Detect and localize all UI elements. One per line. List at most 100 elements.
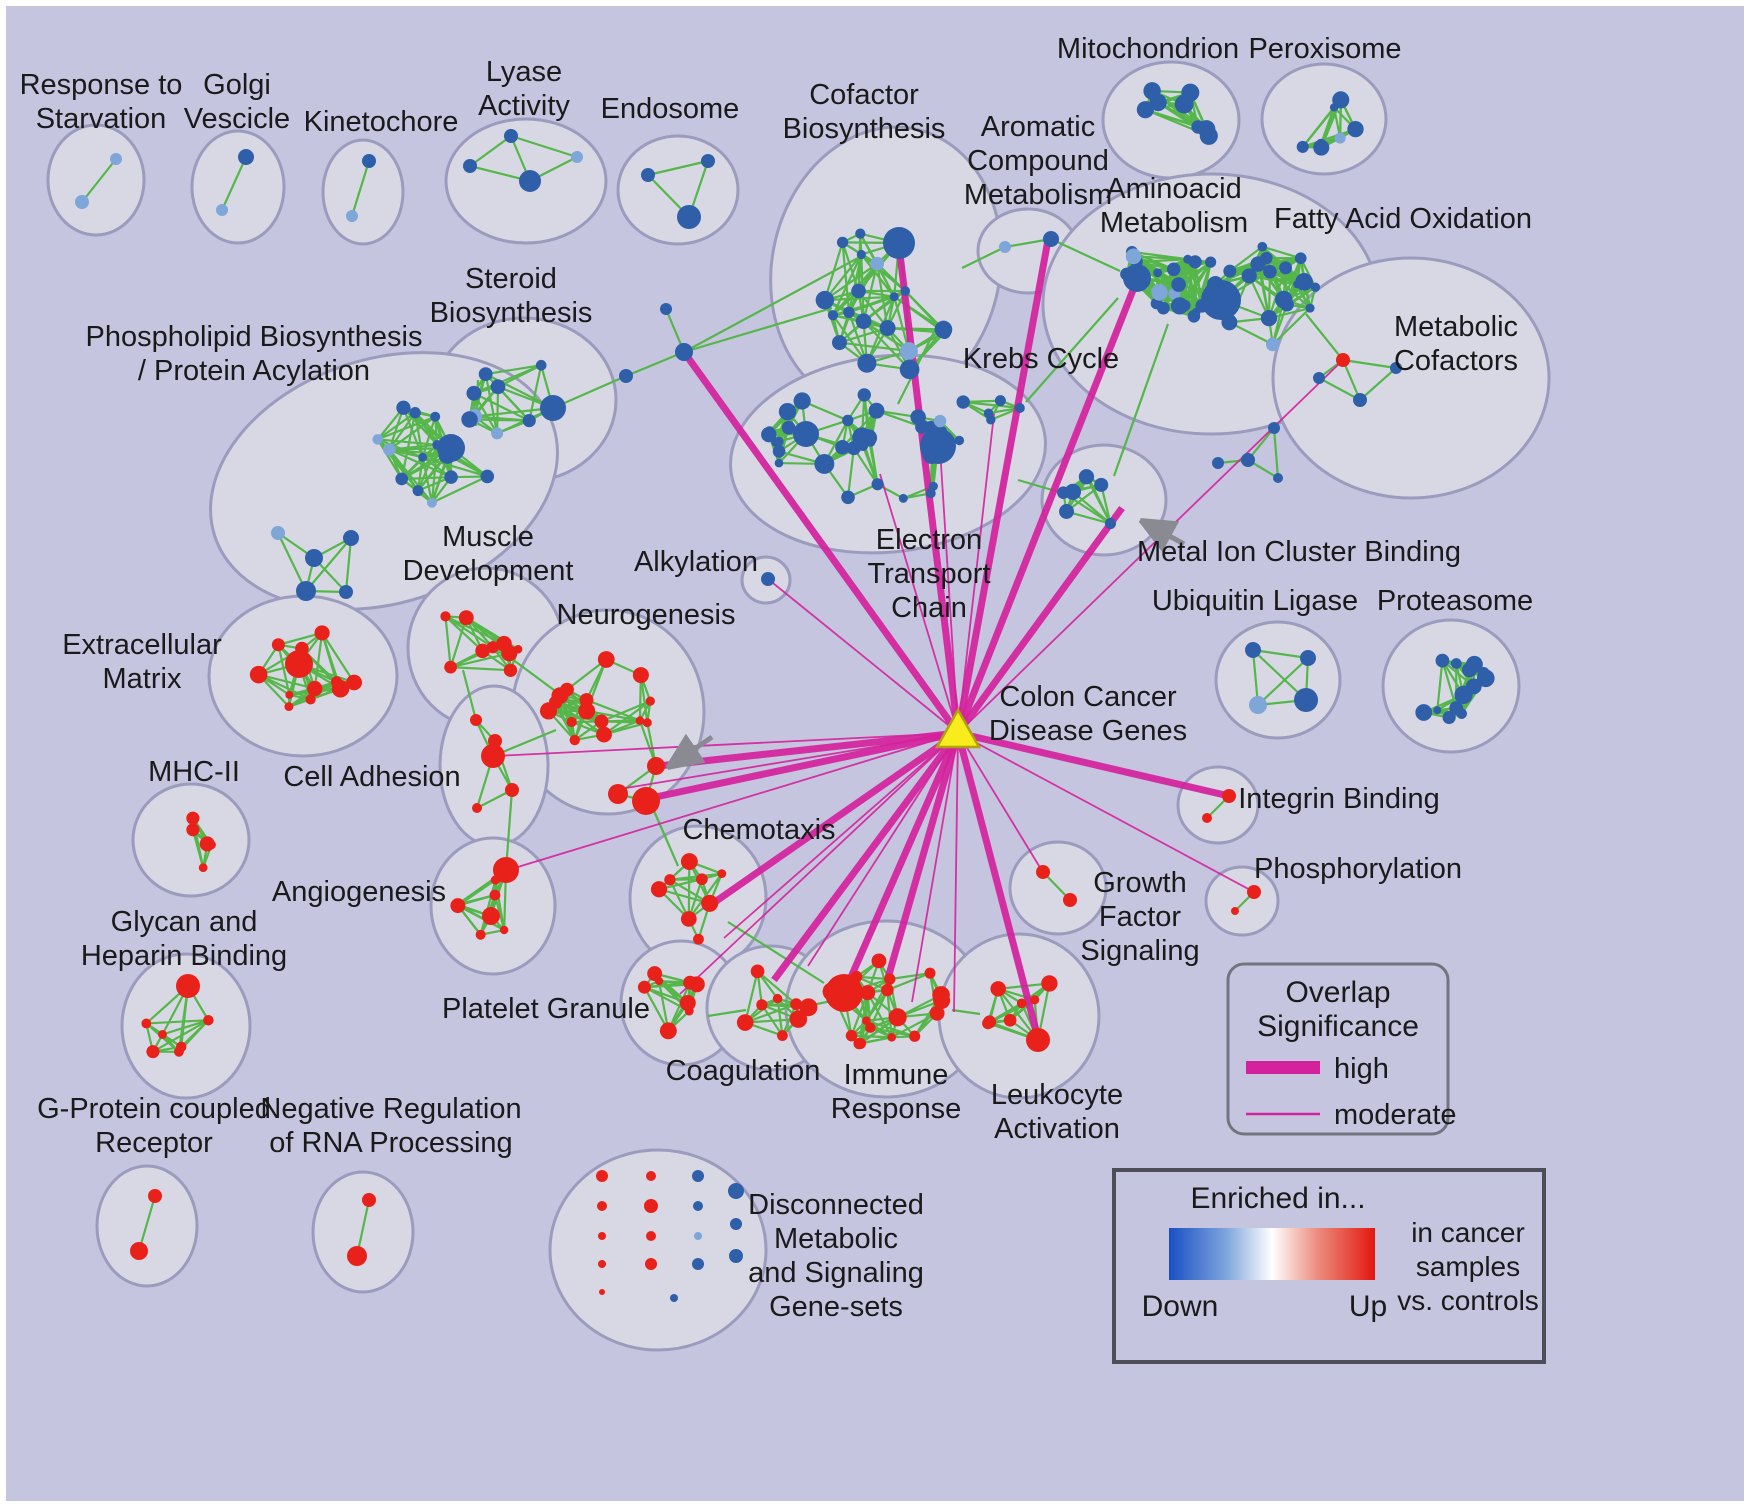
gene-set-node xyxy=(490,379,506,395)
gene-set-node xyxy=(198,863,208,873)
gene-set-node xyxy=(855,1038,867,1050)
gene-set-node xyxy=(881,983,894,997)
cluster-label-kinetochore: Kinetochore xyxy=(304,106,459,138)
cluster-label-alkylation: Alkylation xyxy=(634,546,758,578)
gene-set-node xyxy=(730,1218,742,1230)
gene-set-node xyxy=(489,889,501,901)
gene-set-node xyxy=(772,445,786,458)
gene-overlap-edge xyxy=(450,666,511,672)
gene-set-node xyxy=(1257,241,1268,252)
gene-set-node xyxy=(1125,248,1142,265)
gene-overlap-edge xyxy=(1269,270,1311,309)
gene-set-node xyxy=(596,726,612,743)
gene-set-node xyxy=(693,1201,703,1211)
gene-set-node xyxy=(1305,303,1315,313)
gene-set-node xyxy=(857,388,871,402)
gene-set-node xyxy=(1279,261,1293,275)
gene-overlap-edge xyxy=(377,438,424,459)
cluster-label-krebs-cycle: Krebs Cycle xyxy=(963,343,1119,375)
cluster-ellipse-endosome xyxy=(616,134,740,246)
gene-set-node xyxy=(843,306,855,318)
cluster-label-cell-adhesion: Cell Adhesion xyxy=(283,761,460,793)
gene-set-node xyxy=(1179,299,1191,312)
gene-set-node xyxy=(271,526,285,540)
gene-set-node xyxy=(856,249,866,260)
cluster-ellipse-kinetochore xyxy=(321,138,405,246)
gene-set-node xyxy=(598,1260,606,1268)
overlap-link-high xyxy=(771,730,961,983)
gene-overlap-edge xyxy=(846,448,855,498)
gene-set-node xyxy=(990,981,1006,997)
gene-set-node xyxy=(314,625,330,641)
intercluster-edge xyxy=(961,246,1006,269)
gene-set-nodes xyxy=(75,82,1495,1302)
gene-set-node xyxy=(900,286,911,296)
cluster-ellipse-metabolic-cofactors xyxy=(1271,256,1551,500)
gene-overlap-edge xyxy=(414,412,439,446)
gene-set-node xyxy=(781,420,796,435)
overlap-link-moderate xyxy=(767,578,959,734)
gene-set-node xyxy=(756,999,768,1011)
gene-overlap-edge xyxy=(457,879,497,907)
intercluster-edge xyxy=(649,803,680,867)
cluster-ellipse-golgi-vescicle xyxy=(190,129,286,245)
gene-overlap-edge xyxy=(162,1019,209,1036)
gene-set-node xyxy=(1247,885,1261,899)
gene-set-node xyxy=(478,367,493,382)
overlap-link-high xyxy=(645,729,959,803)
gene-set-node xyxy=(1094,477,1109,492)
gene-overlap-edge xyxy=(893,296,910,352)
overlap-link-high xyxy=(884,732,962,979)
gene-set-node xyxy=(346,674,362,691)
gene-set-node xyxy=(983,1015,997,1029)
gene-set-node xyxy=(339,585,353,599)
gene-set-node xyxy=(598,1232,606,1240)
gene-set-node xyxy=(717,869,727,879)
gene-set-node xyxy=(430,411,441,422)
gene-set-node xyxy=(776,1030,788,1041)
overlap-link-high xyxy=(840,731,962,995)
gene-overlap-edge xyxy=(824,299,889,330)
gene-set-node xyxy=(701,894,719,912)
gene-set-node xyxy=(835,439,850,455)
gene-overlap-edge xyxy=(258,673,312,701)
gene-set-node xyxy=(305,549,323,567)
gene-overlap-edge xyxy=(258,673,316,690)
gene-set-node xyxy=(295,641,309,656)
gene-set-node xyxy=(772,993,783,1004)
gene-set-node xyxy=(1476,669,1495,688)
gene-overlap-edge xyxy=(421,457,434,503)
gene-set-node xyxy=(619,369,633,383)
gene-overlap-edge xyxy=(388,407,405,450)
gene-set-node xyxy=(458,610,474,626)
gene-set-node xyxy=(1181,83,1200,102)
gene-overlap-edge xyxy=(869,989,889,1029)
gene-overlap-edge xyxy=(417,444,439,492)
gene-set-node xyxy=(660,303,672,315)
overlap-link-moderate xyxy=(494,732,959,757)
gene-overlap-edge xyxy=(963,400,1021,410)
gene-set-node xyxy=(701,154,715,168)
gene-set-node xyxy=(898,493,908,503)
gene-set-node xyxy=(1265,337,1280,352)
gene-overlap-edge xyxy=(1272,307,1311,346)
gene-set-node xyxy=(463,159,477,173)
gene-set-node xyxy=(899,342,918,361)
gene-overlap-edge xyxy=(862,320,911,371)
gene-overlap-edge xyxy=(344,537,353,593)
gene-overlap-edge xyxy=(1258,265,1271,319)
cluster-label-ubiquitin-ligase: Ubiquitin Ligase xyxy=(1152,585,1358,617)
cluster-ellipse-phosphorylation xyxy=(1204,865,1280,937)
gene-set-node xyxy=(186,811,200,825)
gene-overlap-edge xyxy=(1228,321,1274,346)
overlap-link-high xyxy=(954,732,1042,1039)
gene-set-node xyxy=(158,1030,167,1039)
gene-overlap-edge xyxy=(146,1019,209,1025)
